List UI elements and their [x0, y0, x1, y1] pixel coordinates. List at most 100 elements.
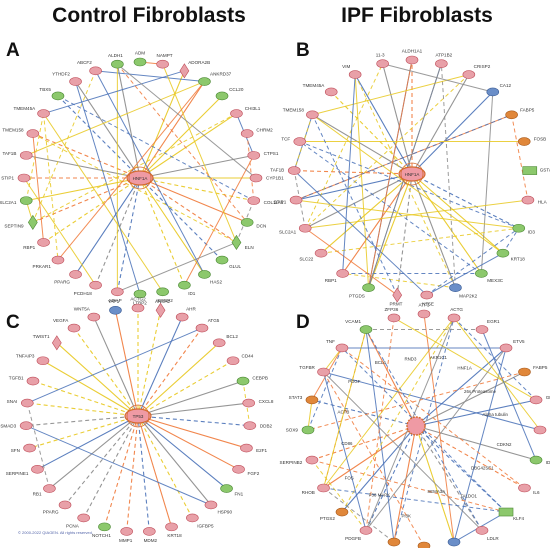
network-node — [496, 248, 510, 258]
network-node — [499, 343, 513, 353]
network-edge — [137, 415, 193, 519]
network-node — [165, 522, 178, 532]
network-node — [27, 214, 38, 230]
network-node — [335, 507, 349, 517]
network-edge — [354, 74, 413, 175]
network-edge — [43, 70, 185, 115]
network-edge — [137, 342, 220, 417]
network-node — [287, 166, 301, 175]
node-label: ABCF2 — [77, 60, 92, 65]
node-label: BCL6 — [375, 360, 387, 365]
network-node — [475, 269, 488, 278]
network-node — [226, 356, 240, 366]
network-edge — [341, 317, 455, 513]
network-edge — [139, 113, 237, 179]
network-edge — [116, 64, 141, 179]
node-label: NOTCH1 — [92, 533, 111, 538]
network-edge — [311, 459, 507, 513]
network-node — [43, 484, 56, 493]
node-label: CEBPB — [252, 375, 268, 380]
node-label: HSP90 — [217, 509, 232, 514]
network-edge — [139, 70, 185, 179]
network-edge — [323, 317, 455, 489]
node-label: TMEM45A — [303, 83, 326, 88]
node-label: NT5E — [422, 301, 434, 306]
network-edge — [323, 371, 541, 431]
network-node — [512, 223, 526, 233]
network-node — [186, 513, 199, 523]
network-node — [405, 55, 419, 65]
node-label: ZFP36 — [384, 307, 398, 312]
node-label: RHOB — [302, 490, 315, 495]
network-node — [533, 425, 547, 435]
node-label: SFN — [11, 448, 20, 453]
network-edge — [295, 173, 413, 201]
node-label: FN1 — [234, 492, 243, 497]
network-node — [475, 526, 489, 535]
node-label: ATF3 — [419, 303, 430, 308]
node-label: IGFBP2 — [156, 298, 173, 303]
network-node — [215, 91, 229, 101]
network-edge — [393, 317, 455, 543]
network-node — [475, 325, 489, 334]
network-edge — [246, 133, 255, 201]
network-edge — [382, 63, 413, 175]
node-label: IL6 — [533, 490, 540, 495]
node-label: FOSB — [534, 136, 547, 141]
hub-node-ring — [126, 404, 150, 428]
network-node — [240, 129, 254, 138]
node-label: STAT3 — [289, 395, 303, 400]
node-label: PPARG — [43, 509, 59, 514]
network-edge — [137, 402, 249, 417]
network-edge — [139, 95, 223, 179]
network-edge — [137, 415, 173, 528]
node-label: PRMT — [389, 301, 402, 306]
node-label: RBP1 — [23, 245, 35, 250]
hub-node — [406, 416, 426, 436]
node-label: HLA — [538, 199, 548, 204]
network-node — [359, 526, 373, 535]
network-edge — [415, 371, 525, 427]
node-label: VIM — [342, 64, 350, 69]
network-node — [518, 367, 531, 377]
network-edge — [49, 415, 139, 489]
node-label: PPARG — [54, 279, 70, 284]
node-label: CDKN2 — [497, 442, 512, 447]
node-label: TAF1B — [2, 151, 16, 156]
network-edge — [481, 329, 537, 461]
network-edge — [323, 329, 367, 489]
node-label: CTPS1 — [264, 151, 279, 156]
node-label: ID4 — [546, 460, 550, 465]
network-node — [317, 483, 330, 493]
network-node — [36, 356, 50, 366]
network-edge — [365, 425, 417, 531]
node-label: TBX5 — [39, 87, 51, 92]
network-node — [305, 455, 319, 465]
network-node — [236, 376, 250, 386]
node-label: ALDH1A1 — [402, 49, 423, 54]
network-edge — [307, 399, 313, 431]
node-label: FABP5 — [533, 365, 548, 370]
node-label: STIP1 — [274, 199, 287, 204]
network-node — [178, 280, 191, 290]
network-node — [120, 527, 133, 536]
network-edge — [83, 415, 139, 519]
network-edge — [323, 371, 483, 531]
network-edge — [299, 141, 519, 229]
network-node — [98, 522, 111, 532]
node-label: MEX3C — [487, 278, 504, 283]
network-node — [240, 218, 254, 227]
network-edge — [323, 371, 367, 531]
node-label: SMAD3 — [0, 424, 16, 429]
network-node — [19, 151, 33, 160]
node-label: PCNA — [66, 523, 80, 528]
panel-letter-a: A — [6, 40, 20, 61]
network-node — [247, 151, 261, 160]
node-label: GDF15 — [546, 395, 550, 400]
network-node — [387, 537, 401, 547]
network-node — [522, 166, 538, 175]
node-label: KLF4 — [513, 516, 524, 521]
node-label: TCF — [281, 136, 290, 141]
network-edge — [296, 199, 519, 229]
